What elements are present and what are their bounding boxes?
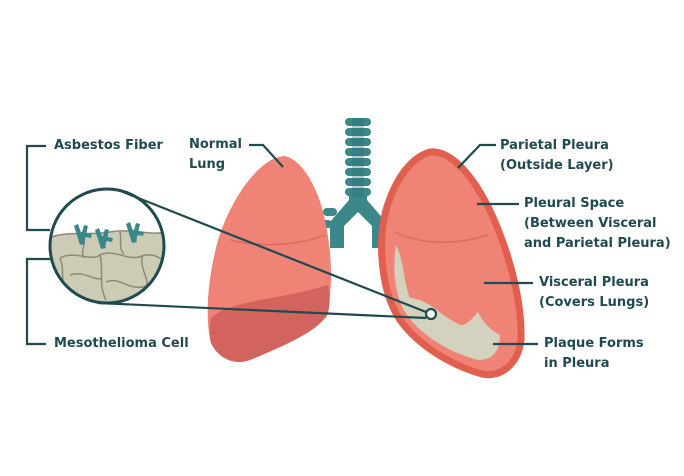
leader-normal-lung [249,143,284,168]
zoom-leaders [97,188,438,321]
cell-tissue [50,230,164,303]
cell-boundary [141,255,148,287]
trachea-ring [345,188,371,196]
label-normal-lung-line2: Lung [189,157,226,172]
magnifier-circle-icon [48,187,166,305]
cell-boundary [50,230,164,239]
cell-boundary [99,252,143,259]
label-plaque: Plaque Forms in Pleura [544,334,644,374]
label-normal-lung-line1: Normal [189,137,242,152]
zoom-line-bottom [97,301,427,320]
asbestos-fiber-icon [74,224,92,245]
fiber-strand [101,236,113,242]
trachea-ring [345,168,371,176]
bronchi [330,190,386,248]
label-visceral-pleura: Visceral Pleura (Covers Lungs) [539,273,649,313]
trachea-core [352,118,364,198]
label-parietal-pleura-line1: Parietal Pleura [500,138,609,153]
trachea-icon [318,118,402,248]
label-parietal-pleura: Parietal Pleura (Outside Layer) [500,136,614,176]
trachea-ring [345,158,371,166]
cell-boundary [119,231,125,255]
trachea-ring [345,148,371,156]
label-plaque-line2: in Pleura [544,356,610,371]
right-lung-fissure [394,231,489,243]
cell-boundary [59,254,101,259]
trachea-ring [345,118,371,126]
label-visceral-pleura-line1: Visceral Pleura [539,275,649,290]
cell-boundary [141,253,164,263]
normal-lung [207,156,332,363]
trachea-ring [345,138,371,146]
left-lung-fissure [229,234,326,246]
mesothelioma-cell-layer [50,222,164,303]
label-asbestos-fiber: Asbestos Fiber [54,136,163,156]
trachea-ring [345,178,371,186]
asbestos-fiber-icon [95,228,113,249]
label-leaders [25,143,538,346]
cell-boundary [69,273,103,280]
plaque-deposit [394,245,500,360]
label-visceral-pleura-line2: (Covers Lungs) [539,295,650,310]
label-pleural-space: Pleural Space (Between Visceral and Pari… [524,194,671,254]
cell-boundary [105,279,147,289]
fiber-strand [132,230,144,236]
label-mesothelioma-cell-text: Mesothelioma Cell [54,336,189,351]
leader-mesothelioma-cell [25,257,50,346]
left-lung-shade [209,285,330,363]
label-normal-lung: Normal Lung [189,135,242,175]
asbestos-fiber-icon [126,222,144,243]
bronchus-ring [323,208,337,216]
affected-lung [378,148,525,379]
leader-asbestos-fiber [25,144,50,232]
label-mesothelioma-cell: Mesothelioma Cell [54,334,189,354]
label-pleural-space-line1: Pleural Space [524,196,625,211]
zoom-line-top [117,188,427,314]
trachea-ring [345,128,371,136]
label-asbestos-fiber-text: Asbestos Fiber [54,138,163,153]
label-pleural-space-line3: and Parietal Pleura) [524,236,671,251]
label-parietal-pleura-line2: (Outside Layer) [500,158,614,173]
label-plaque-line1: Plaque Forms [544,336,644,351]
zoom-target [424,307,438,321]
label-pleural-space-line2: (Between Visceral [524,216,657,231]
leader-parietal-pleura [457,143,496,169]
fiber-strand [80,232,92,238]
